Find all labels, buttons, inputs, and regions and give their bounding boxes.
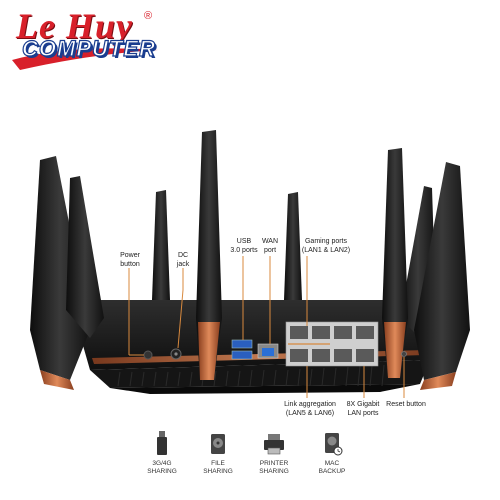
callout-link-aggregation: Link aggregation (LAN5 & LAN6) bbox=[284, 401, 336, 417]
usb-ports bbox=[231, 339, 253, 360]
callout-dc-jack: DC jack bbox=[176, 252, 190, 268]
wan-port bbox=[257, 343, 279, 359]
antenna-center-right bbox=[382, 148, 408, 378]
callout-power-button: Power button bbox=[120, 252, 140, 268]
feature-label-printer-sharing: PRINTER SHARING bbox=[259, 460, 289, 475]
callout-usb-ports: USB 3.0 ports bbox=[230, 238, 258, 254]
store-logo: Le Huy ® COMPUTER bbox=[10, 6, 170, 76]
feature-label-3g4g: 3G/4G SHARING bbox=[147, 460, 177, 475]
callout-gigabit-lan: 8X Gigabit LAN ports bbox=[346, 401, 380, 417]
feature-label-mac-backup: MAC BACKUP bbox=[318, 460, 346, 475]
antenna-left-outer bbox=[30, 156, 90, 390]
logo-text-line1: Le Huy bbox=[16, 6, 133, 46]
logo-swoosh bbox=[12, 48, 158, 70]
antenna-back-right bbox=[284, 192, 302, 300]
reset-button bbox=[401, 351, 407, 357]
antenna-left-inner bbox=[66, 176, 104, 338]
callout-wan-port: WAN port bbox=[261, 238, 279, 254]
logo-registered-mark: ® bbox=[144, 10, 153, 22]
lan-port-block bbox=[285, 321, 379, 367]
callout-reset-button: Reset button bbox=[386, 401, 426, 408]
callout-gaming-ports: Gaming ports (LAN1 & LAN2) bbox=[301, 238, 351, 254]
feature-label-file-sharing: FILE SHARING bbox=[203, 460, 233, 475]
antenna-back-left bbox=[152, 190, 170, 300]
dc-jack bbox=[170, 348, 182, 360]
antenna-right-outer bbox=[414, 162, 470, 390]
callout-lines bbox=[128, 256, 405, 398]
logo-text-line2: COMPUTER bbox=[21, 35, 156, 61]
power-button bbox=[143, 350, 153, 360]
antenna-center-left bbox=[196, 130, 222, 380]
